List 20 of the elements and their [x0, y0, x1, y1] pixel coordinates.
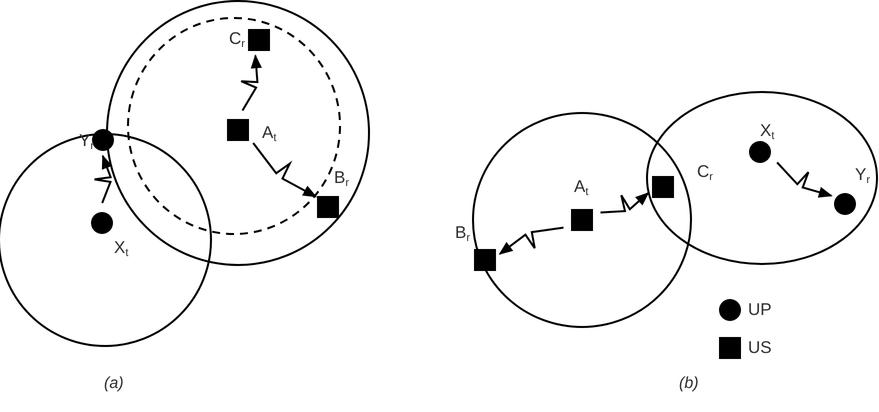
zigzag-arrow: [94, 154, 112, 204]
node-label: Y$_{r}$: [855, 166, 870, 186]
legend-label: UP: [748, 301, 772, 318]
legend-label: US: [748, 339, 772, 356]
node-label: X$_{t}$: [114, 239, 128, 259]
node-label: B$_{r}$: [334, 169, 350, 189]
zigzag-arrow: [498, 226, 564, 255]
node-label: A$_{t}$: [574, 178, 588, 198]
node-label: C$_{r}$: [697, 163, 713, 183]
zigzag-arrow: [240, 54, 262, 112]
node-label: C$_{r}$: [229, 30, 245, 50]
node-label: B$_{r}$: [455, 224, 470, 244]
zigzag-arrow: [776, 162, 833, 198]
panel-caption: (a): [104, 376, 124, 392]
node-label: X$_{t}$: [760, 122, 774, 142]
node-label: A$_{t}$: [262, 124, 276, 144]
zigzag-arrow: [252, 142, 318, 198]
node-label: Y$_{r}$: [79, 132, 94, 152]
panel-caption: (b): [679, 376, 699, 392]
zigzag-arrow: [600, 192, 650, 214]
